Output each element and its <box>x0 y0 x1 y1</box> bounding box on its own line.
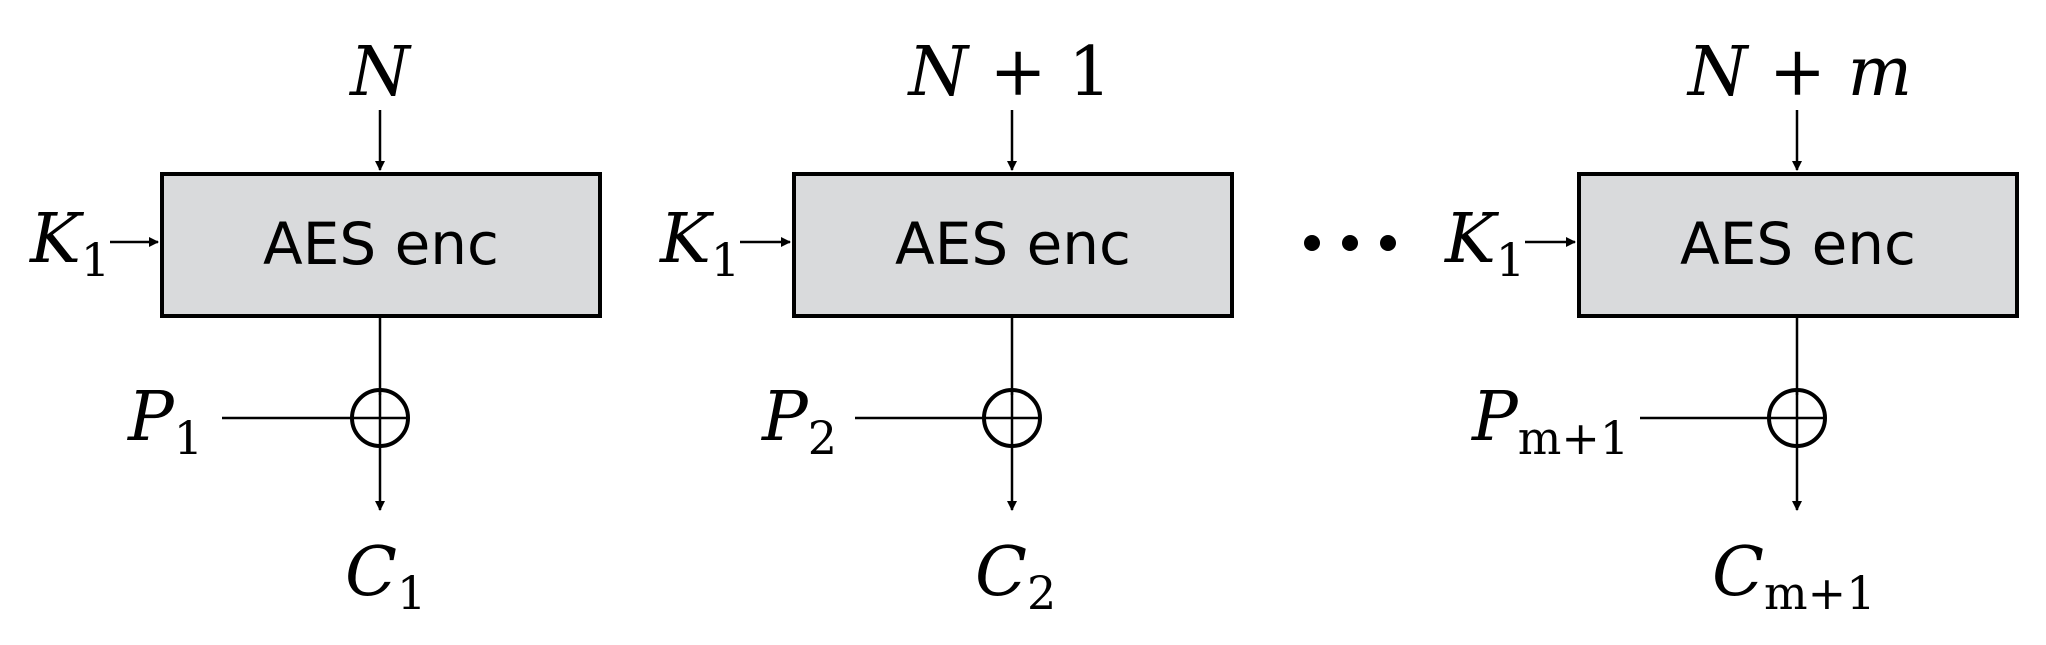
aes-enc-label-1: AES enc <box>263 210 499 278</box>
block-2: N + 1 K1 AES enc P2 C2 <box>658 33 1234 620</box>
key-label-2: K1 <box>658 200 740 287</box>
nonce-label-2: N + 1 <box>907 33 1112 112</box>
aes-enc-box-3 <box>1577 172 2019 318</box>
plaintext-label-2: P2 <box>760 378 837 465</box>
nonce-label-1: N <box>348 33 412 112</box>
ellipsis-dot <box>1342 235 1358 251</box>
ellipsis-dot <box>1380 235 1396 251</box>
plaintext-label-1: P1 <box>126 378 203 465</box>
ciphertext-label-1: C1 <box>345 533 426 620</box>
ciphertext-label-2: C2 <box>975 533 1056 620</box>
block-1: N K1 AES enc P1 C1 <box>28 33 602 620</box>
plaintext-label-3: Pm+1 <box>1470 378 1629 465</box>
ellipsis-dot <box>1304 235 1320 251</box>
key-label-3: K1 <box>1443 200 1525 287</box>
nonce-label-3: N + m <box>1686 33 1912 112</box>
aes-enc-box-2 <box>792 172 1234 318</box>
aes-enc-box-1 <box>160 172 602 318</box>
ellipsis-dots <box>1304 235 1396 251</box>
block-3: N + m K1 AES enc Pm+1 Cm+1 <box>1443 33 2019 620</box>
aes-enc-label-2: AES enc <box>895 210 1131 278</box>
aes-enc-label-3: AES enc <box>1680 210 1916 278</box>
ciphertext-label-3: Cm+1 <box>1712 533 1875 620</box>
key-label-1: K1 <box>28 200 110 287</box>
